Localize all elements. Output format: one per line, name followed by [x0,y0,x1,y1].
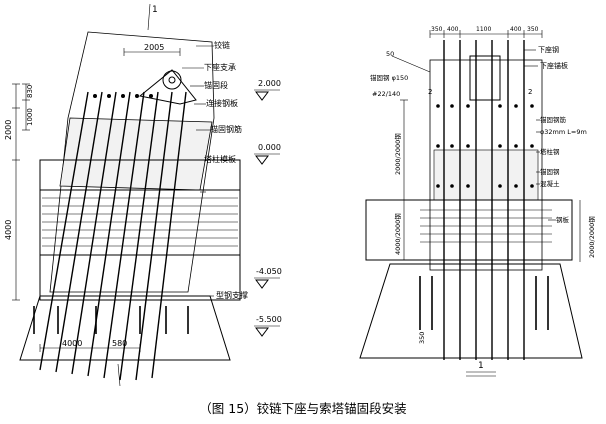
formwork-block-right [365,199,573,261]
figure-caption: （图 15）铰链下座与索塔锚固段安装 [199,401,407,416]
elevation-markers: 2.000 0.000 -4.050 -5.500 [254,79,282,337]
right-footing-bolts [419,276,549,330]
callout-steel-plate: 连接钢板 [206,98,238,108]
dim-top-400a: 400 [447,26,459,33]
left-callout-leaders [182,45,214,297]
formwork-block [39,159,241,301]
dim-bottom-4000: 4000 [62,339,82,348]
elev-2000: 2.000 [258,79,281,88]
footing-right [359,263,583,359]
inclined-anchor-bars [39,91,187,381]
callout-lower-seat-r: 下座钢 [538,45,559,54]
callout-steel-plate-r: 钢板 [556,215,570,224]
callout-hinge: 铰链 [214,40,230,50]
callout-r-top: 50 [386,50,394,58]
dim-top-400b: 400 [510,26,522,33]
callout-concrete: 混凝土 [540,179,560,188]
callout-anchor-rebar: 锚固钢筋 [210,124,242,134]
dim-bottom-580: 580 [112,339,127,348]
dim-left-2000: 2000/2000钢 [394,133,402,175]
right-callout-leaders [391,49,556,221]
callout-2-left: 2 [428,88,432,96]
dim-left-4000: 4000/2000钢 [394,213,402,255]
dim-top-width: 2005 [144,43,164,52]
elev-4050: -4.050 [256,267,282,276]
dim-4000: 4000 [4,220,13,240]
right-horizontal-rebar [420,209,552,243]
footing-anchor-bolts [33,306,189,334]
callout-phi32: φ32mm L=9m [540,128,587,136]
callout-formwork: 塔柱模板 [204,154,236,164]
dim-bottom-350: 350 [418,332,426,344]
footing [19,295,231,361]
callout-22-140: #22/140 [372,90,400,98]
section-mark-top: 1 [152,5,158,15]
anchor-bolt-heads [93,94,153,98]
hinge-top-plate [469,55,501,101]
callout-lower-seat: 下座支承 [204,62,236,72]
dim-2000: 2000 [4,120,13,140]
left-elevation-view: 2005 1 830 1000 2000 4000 4000 580 [4,3,282,387]
elev-0000: 0.000 [258,143,281,152]
dim-top-1100: 1100 [476,26,491,33]
callout-steel-support: 型钢支撑 [216,290,248,300]
right-section-view: 350 400 1100 400 350 2000/2000钢 4000/200… [359,26,596,377]
elev-5500: -5.500 [256,315,282,324]
hinge-support [138,69,197,105]
callout-seat-plate: 下座锚板 [540,61,568,70]
vertical-anchor-bars [443,40,525,360]
callout-anchor-rebar-r: 锚固钢筋 [540,115,567,124]
bolt-dot-rows [436,104,534,188]
callout-anchor-phi150: 锚固钢 φ150 [370,73,408,82]
construction-drawing: 2005 1 830 1000 2000 4000 4000 580 [4,3,596,387]
callout-tower-steel: 塔柱钢 [540,147,560,156]
hinge-circle [162,70,182,90]
callout-2-right: 2 [528,88,532,96]
dim-right-2000: 2000/2000钢 [588,216,596,258]
section-mark-bottom: 1 [478,361,484,371]
dim-top-350a: 350 [431,26,443,33]
dim-830: 830 [26,85,34,98]
dim-top-350b: 350 [527,26,539,33]
dim-1000: 1000 [26,108,34,126]
callout-anchor-steel: 锚固钢 [540,167,560,176]
callout-anchor-section: 锚固段 [204,80,228,90]
